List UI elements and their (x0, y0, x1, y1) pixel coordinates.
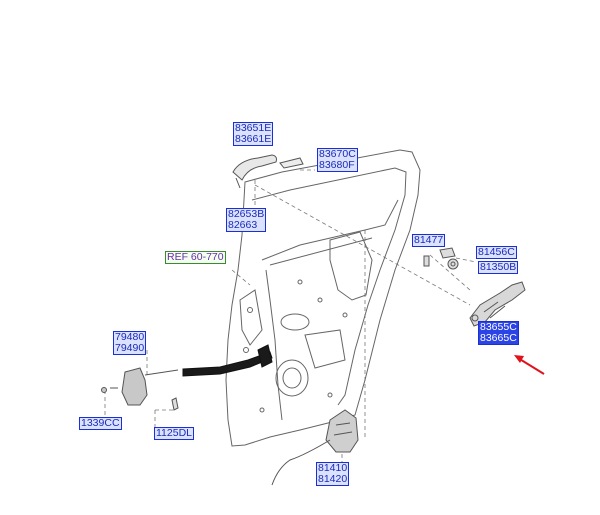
checker-arm-drawing (182, 344, 273, 377)
callout-checker-line2: 79490 (115, 342, 145, 354)
callout-handle-bracket-line1: 82653B (228, 208, 265, 220)
callout-inner-handle-line1: 83655C (480, 321, 517, 333)
callout-handle-line2: 83661E (235, 133, 272, 145)
callout-checker[interactable]: 79480 79490 (113, 331, 147, 355)
callout-sensor-line1: 81477 (414, 234, 444, 246)
leader-lines (104, 169, 477, 462)
handle-cover-drawing (279, 157, 304, 169)
callout-latch-line2: 81420 (318, 473, 348, 485)
sensor-drawing (423, 247, 459, 270)
callout-bolt[interactable]: 81456C (476, 246, 517, 259)
callout-latch-line1: 81410 (318, 462, 348, 474)
callout-screw-line1: 1339CC (81, 417, 120, 429)
callout-cover-line2: 83680F (319, 159, 355, 171)
callout-sensor[interactable]: 81477 (412, 234, 446, 247)
callout-bolt-line1: 81456C (478, 246, 515, 258)
callout-checker-line1: 79480 (115, 331, 145, 343)
callout-handle-line1: 83651E (235, 122, 272, 134)
callout-inner-handle[interactable]: 83655C 83665C (478, 321, 519, 345)
callout-inner-handle-line2: 83665C (480, 332, 517, 344)
callout-striker-line1: 81350B (480, 261, 517, 273)
callout-handle-bracket-line2: 82663 (228, 219, 258, 231)
callout-bolt-lower-line1: 1125DL (156, 427, 193, 439)
callout-latch[interactable]: 81410 81420 (316, 462, 350, 486)
lower-bolt-drawing (171, 397, 179, 411)
callout-bolt-lower[interactable]: 1125DL (154, 427, 195, 440)
callout-ref[interactable]: REF 60-770 (165, 251, 226, 264)
latch-drawing (271, 409, 359, 486)
callout-ref-line1: REF 60-770 (167, 251, 224, 263)
callout-handle-bracket[interactable]: 82653B 82663 (226, 208, 267, 232)
callout-handle[interactable]: 83651E 83661E (233, 122, 274, 146)
callout-cover[interactable]: 83670C 83680F (317, 148, 358, 172)
callout-striker[interactable]: 81350B (478, 261, 519, 274)
inner-handle-drawing (469, 281, 526, 327)
red-arrow-icon (514, 355, 545, 375)
door-checker-drawing (101, 367, 179, 406)
outer-handle-drawing (232, 154, 277, 189)
callout-screw[interactable]: 1339CC (79, 417, 122, 430)
callout-cover-line1: 83670C (319, 148, 356, 160)
